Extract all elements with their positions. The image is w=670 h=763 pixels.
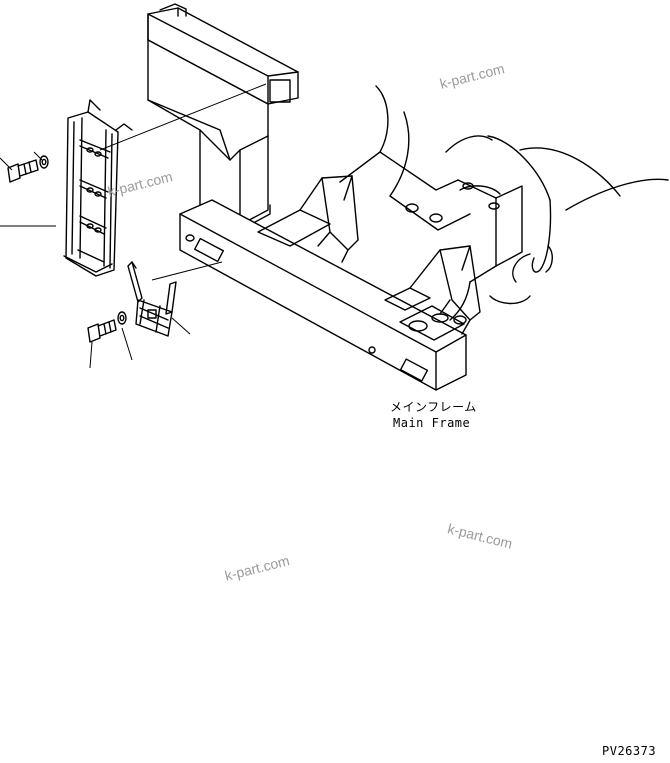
step-bracket — [127, 261, 177, 337]
drawing-code: PV26373 — [602, 744, 657, 758]
ladder — [63, 99, 133, 277]
leader-lines — [0, 83, 267, 369]
main-frame-label-jp: メインフレーム — [390, 400, 477, 414]
washer-upper — [39, 155, 49, 169]
main-frame — [147, 3, 669, 391]
main-frame-label-en: Main Frame — [393, 416, 471, 430]
washer-lower — [117, 311, 127, 325]
bolt-upper — [7, 159, 39, 183]
bolt-lower — [87, 319, 117, 343]
